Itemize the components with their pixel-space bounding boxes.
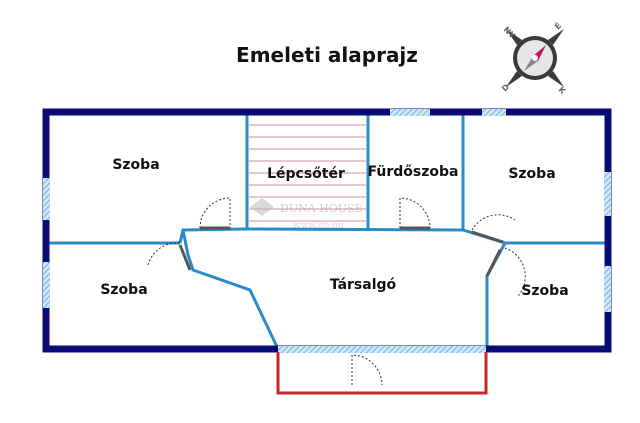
watermark-brand: DUNA HOUSE — [280, 202, 363, 215]
room-label-szoba-nw: Szoba — [112, 157, 159, 173]
room-label-szoba-se: Szoba — [521, 283, 568, 299]
watermark-url: www.dh.hu — [293, 221, 344, 231]
compass-label-se: K — [557, 85, 568, 96]
plan-title: Emeleti alaprajz — [236, 43, 418, 67]
outer-walls — [42, 108, 612, 353]
compass-label-ne: É — [552, 20, 564, 32]
stairs — [249, 124, 366, 222]
room-label-lepcsoter: Lépcsőtér — [267, 166, 345, 182]
room-label-szoba-ne: Szoba — [508, 166, 555, 182]
compass-icon: NY É K D — [500, 20, 568, 97]
room-label-szoba-sw: Szoba — [100, 282, 147, 298]
watermark: DUNA HOUSE www.dh.hu — [250, 198, 363, 231]
room-label-furdoszoba: Fürdőszoba — [368, 164, 459, 180]
door-leaves — [178, 226, 504, 277]
doors — [147, 197, 526, 386]
room-label-tarsalgo: Társalgó — [330, 277, 397, 293]
compass-label-sw: D — [500, 82, 511, 93]
balcony — [276, 352, 488, 395]
